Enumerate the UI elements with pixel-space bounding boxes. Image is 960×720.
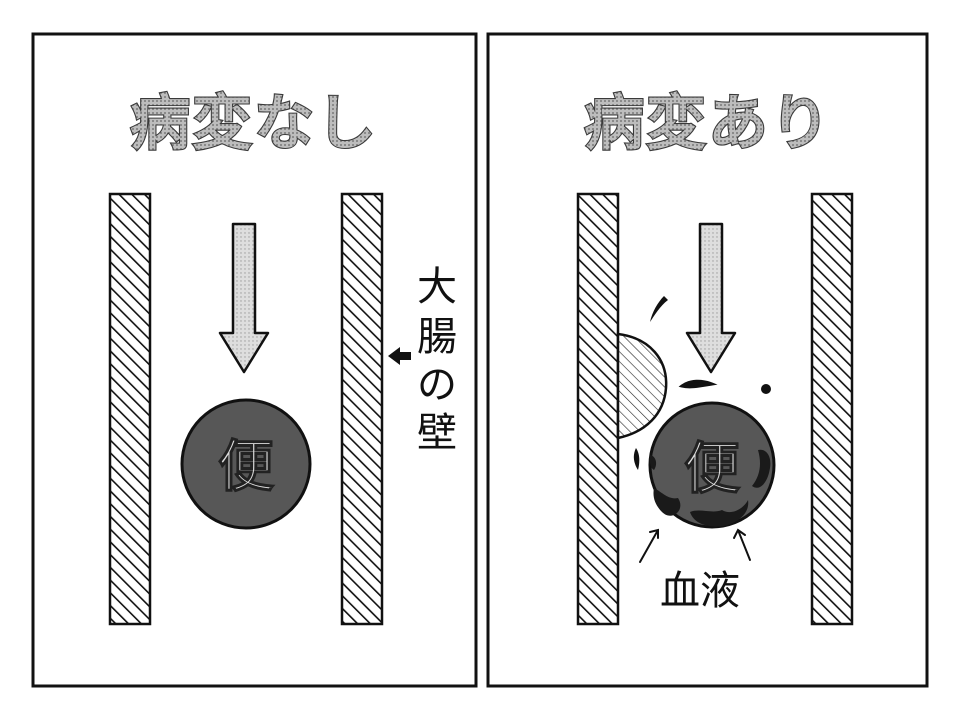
- panel-title: 病変なし: [130, 89, 378, 159]
- pointer-arrow-icon: [639, 528, 659, 563]
- blood-splatter: [633, 448, 640, 470]
- pointer-arrow-icon: [733, 528, 751, 561]
- colon-wall-right: [810, 192, 854, 626]
- wall-label-char: 大: [417, 264, 457, 310]
- colon-wall-left: [108, 192, 152, 626]
- stool-label: 便: [218, 435, 275, 500]
- down-arrow-icon: [218, 222, 270, 374]
- blood-stain: [653, 488, 681, 516]
- blood-label: 血液: [660, 568, 740, 614]
- blood-splatter: [650, 296, 668, 322]
- wall-label-char: 腸: [417, 314, 457, 360]
- stool-label: 便: [684, 437, 741, 502]
- panel-title: 病変あり: [584, 89, 832, 159]
- lesion-bump: [616, 332, 668, 440]
- wall-label-char: 壁: [417, 410, 457, 456]
- panel-with-lesion: 病変あり 便 血液: [486, 32, 929, 688]
- blood-splatter: [678, 379, 718, 389]
- blood-stain: [690, 500, 749, 527]
- colon-wall-right: [340, 192, 384, 626]
- wall-pointer-arrow-icon: [388, 347, 411, 365]
- down-arrow-icon: [685, 222, 737, 374]
- stool-ball: [180, 398, 312, 530]
- blood-stain: [649, 455, 657, 470]
- wall-label: 大 腸 の 壁: [417, 264, 457, 456]
- wall-label-char: の: [417, 362, 457, 408]
- colon-wall-left: [576, 192, 620, 626]
- blood-pointer-arrows: [639, 528, 751, 563]
- panel-no-lesion: 病変なし 便 大 腸 の 壁: [31, 32, 478, 688]
- blood-stains: [649, 449, 771, 527]
- blood-stain: [752, 449, 771, 488]
- stool-ball: [648, 401, 776, 529]
- blood-splatter: [761, 384, 771, 394]
